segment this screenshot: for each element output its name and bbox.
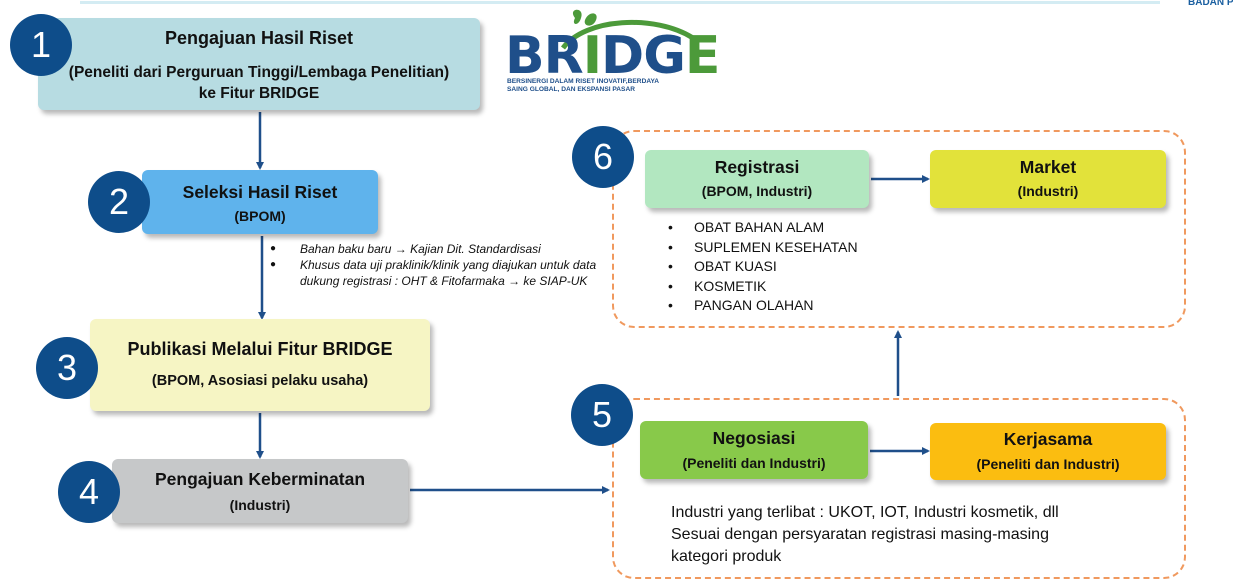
step-3-subtitle: (BPOM, Asosiasi pelaku usaha) <box>151 373 369 389</box>
market-title: Market <box>1019 157 1077 177</box>
market-subtitle: (Industri) <box>1017 183 1079 199</box>
info-line: Sesuai dengan persyaratan registrasi mas… <box>671 526 1049 543</box>
selection-notes: Bahan baku baru → Kajian Dit. Standardis… <box>270 241 600 289</box>
registrasi-box: Registrasi (BPOM, Industri) <box>645 150 869 208</box>
logo-wordmark: BRIDGE <box>505 26 720 86</box>
note-item: Bahan baku baru → Kajian Dit. Standardis… <box>270 241 600 257</box>
step-4-number: 4 <box>58 461 120 523</box>
registrasi-subtitle: (BPOM, Industri) <box>701 183 813 199</box>
step-3-number: 3 <box>36 337 98 399</box>
negosiasi-subtitle: (Peneliti dan Industri) <box>682 455 826 471</box>
product-category-item: PANGAN OLAHAN <box>668 296 858 316</box>
kerjasama-title: Kerjasama <box>1003 429 1093 449</box>
note-item: Khusus data uji praklinik/klinik yang di… <box>270 257 600 289</box>
market-box: Market (Industri) <box>930 150 1166 208</box>
product-category-item: KOSMETIK <box>668 277 858 297</box>
step-6-number: 6 <box>572 126 634 188</box>
product-category-item: SUPLEMEN KESEHATAN <box>668 238 858 258</box>
step-4-box: Pengajuan Keberminatan (Industri) <box>112 459 408 523</box>
step-4-subtitle: (Industri) <box>229 497 291 513</box>
step-1-number: 1 <box>10 14 72 76</box>
product-category-list: OBAT BAHAN ALAM SUPLEMEN KESEHATAN OBAT … <box>668 218 858 316</box>
step-5-number: 5 <box>571 384 633 446</box>
negosiasi-title: Negosiasi <box>712 428 796 448</box>
step-1-subtitle: (Peneliti dari Perguruan Tinggi/Lembaga … <box>68 64 450 102</box>
bridge-logo: BRIDGE BERSINERGI DALAM RISET INOVATIF,B… <box>505 8 720 94</box>
step-2-title: Seleksi Hasil Riset <box>182 182 338 202</box>
step-3-title: Publikasi Melalui Fitur BRIDGE <box>127 339 393 359</box>
negosiasi-box: Negosiasi (Peneliti dan Industri) <box>640 421 868 479</box>
logo-arch-icon <box>560 9 695 50</box>
step-2-number: 2 <box>88 171 150 233</box>
step-5-info: Industri yang terlibat : UKOT, IOT, Indu… <box>671 502 1171 568</box>
step-4-title: Pengajuan Keberminatan <box>154 469 366 489</box>
info-line: Industri yang terlibat : UKOT, IOT, Indu… <box>671 504 1059 521</box>
kerjasama-box: Kerjasama (Peneliti dan Industri) <box>930 423 1166 480</box>
group-step-6 <box>612 130 1186 328</box>
top-divider-line <box>80 1 1160 4</box>
step-2-box: Seleksi Hasil Riset (BPOM) <box>142 170 378 234</box>
step-3-box: Publikasi Melalui Fitur BRIDGE (BPOM, As… <box>90 319 430 411</box>
info-line: kategori produk <box>671 548 782 565</box>
step-2-subtitle: (BPOM) <box>234 208 286 224</box>
product-category-item: OBAT KUASI <box>668 257 858 277</box>
corner-brand-text: BADAN POM <box>1188 0 1233 8</box>
step-1-box: Pengajuan Hasil Riset (Peneliti dari Per… <box>38 18 480 110</box>
kerjasama-subtitle: (Peneliti dan Industri) <box>976 456 1120 472</box>
registrasi-title: Registrasi <box>714 157 800 177</box>
product-category-item: OBAT BAHAN ALAM <box>668 218 858 238</box>
logo-tagline: BERSINERGI DALAM RISET INOVATIF,BERDAYA … <box>507 78 660 93</box>
group-step-5 <box>612 398 1186 579</box>
step-1-title: Pengajuan Hasil Riset <box>164 28 354 48</box>
